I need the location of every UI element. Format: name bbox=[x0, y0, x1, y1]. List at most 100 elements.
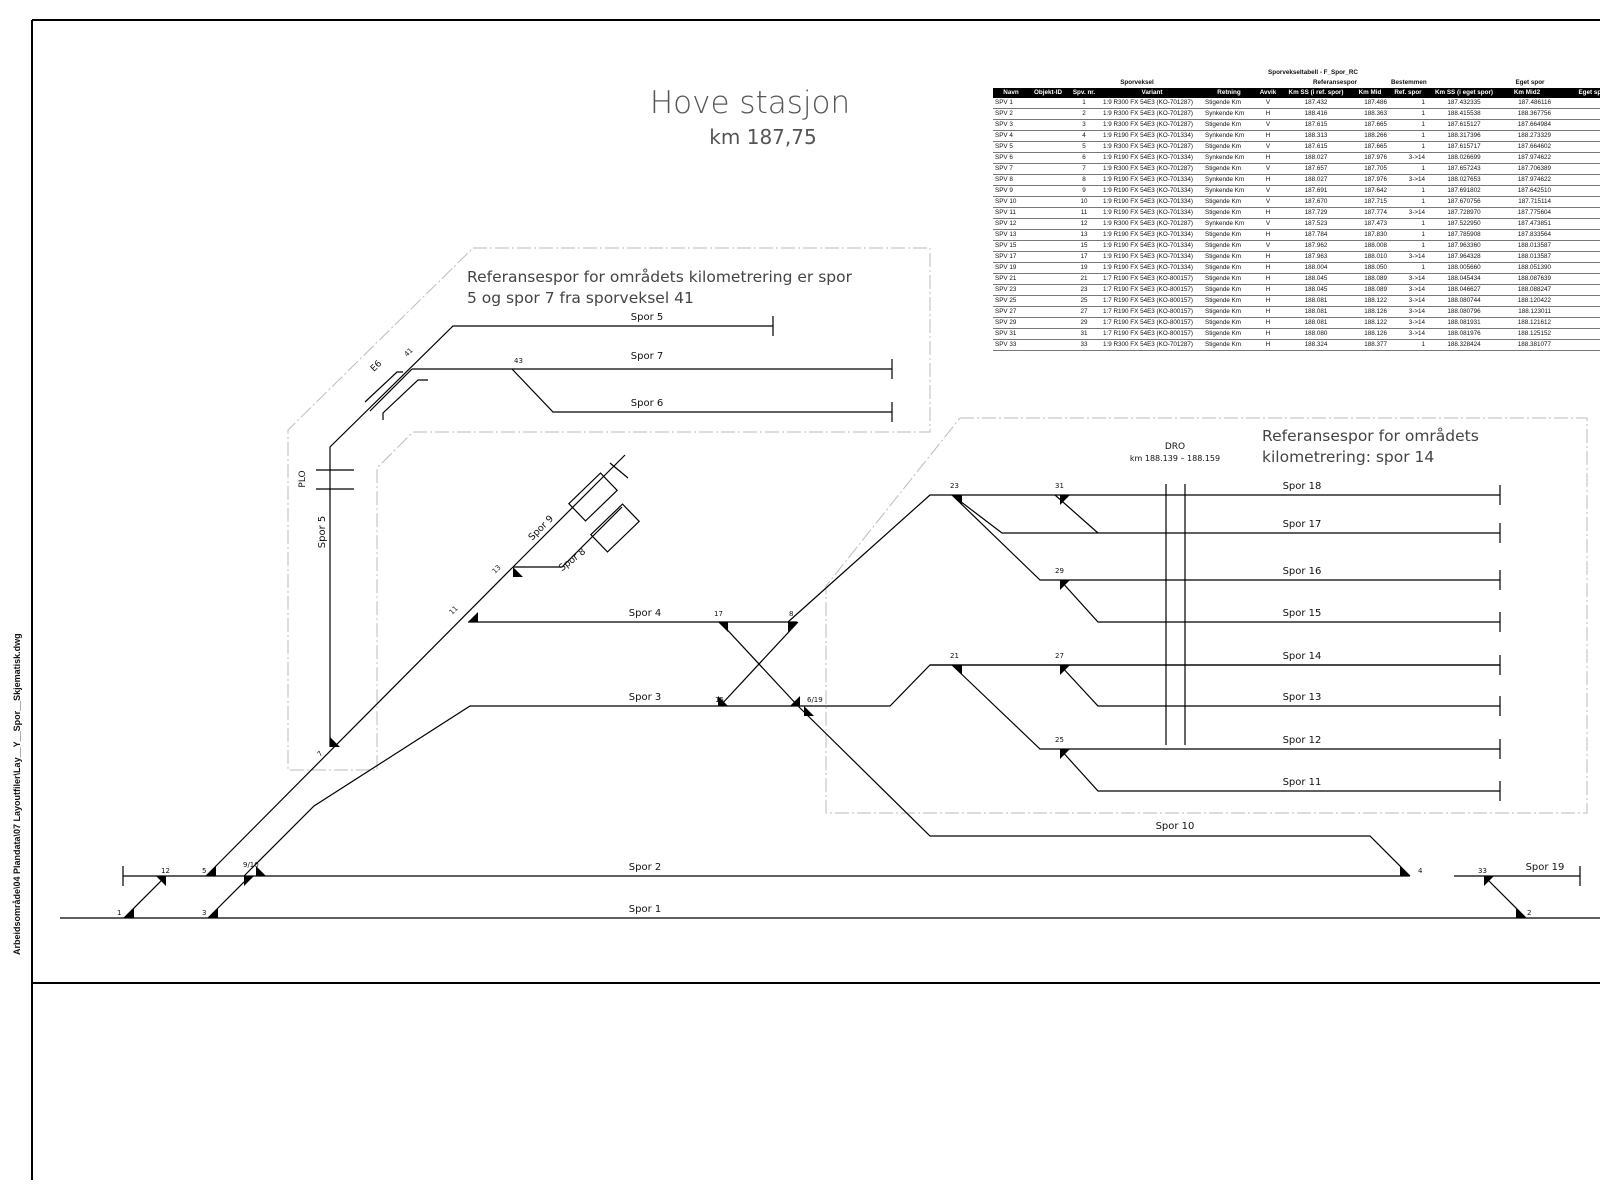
table-cell: 17 bbox=[1067, 251, 1101, 263]
table-cell: 1:7 R190 FX 54E3 (KO-800157) bbox=[1101, 306, 1203, 318]
column-header: Avvik bbox=[1255, 88, 1281, 98]
table-cell: SPV 27 bbox=[993, 306, 1029, 318]
table-cell: 3->14 bbox=[1389, 295, 1427, 307]
switch-table-title: Sporvekseltabell - F_Spor_RC bbox=[1268, 69, 1358, 76]
table-cell: 188.080796 bbox=[1427, 306, 1501, 318]
table-cell: 4->18 bbox=[1553, 284, 1600, 296]
table-cell: SPV 9 bbox=[993, 185, 1029, 197]
table-cell: 187.486 bbox=[1351, 98, 1389, 109]
table-cell: V bbox=[1255, 218, 1281, 230]
column-header: Km Mid bbox=[1351, 88, 1389, 98]
table-cell: H bbox=[1255, 328, 1281, 340]
switch-label-7: 7 bbox=[316, 750, 325, 759]
table-cell: 1 bbox=[1067, 98, 1101, 109]
table-cell bbox=[1029, 262, 1067, 274]
table-cell: 10 bbox=[1067, 196, 1101, 208]
table-cell: H bbox=[1255, 295, 1281, 307]
table-cell: 1 bbox=[1389, 98, 1427, 109]
table-cell: 188.122 bbox=[1351, 295, 1389, 307]
table-cell: Synkende Km bbox=[1203, 152, 1255, 164]
table-cell: 1:9 R190 FX 54E3 (KO-701334) bbox=[1101, 196, 1203, 208]
table-cell: 1:9 R300 FX 54E3 (KO-701287) bbox=[1101, 108, 1203, 120]
table-cell: 1 bbox=[1553, 98, 1600, 109]
table-cell: 7 bbox=[1067, 163, 1101, 175]
table-cell: 1 bbox=[1553, 119, 1600, 131]
table-cell: 188.081931 bbox=[1427, 317, 1501, 329]
table-cell: 187.670 bbox=[1281, 196, 1351, 208]
table-cell: H bbox=[1255, 152, 1281, 164]
table-cell bbox=[1029, 284, 1067, 296]
table-cell: 187.432 bbox=[1281, 98, 1351, 109]
table-cell: 187.728970 bbox=[1427, 207, 1501, 219]
table-cell: 187.691802 bbox=[1427, 185, 1501, 197]
label-spor5-vertical: Spor 5 bbox=[317, 516, 328, 548]
table-cell: 187.642 bbox=[1351, 185, 1389, 197]
table-cell: 31 bbox=[1067, 328, 1101, 340]
track-spor16 bbox=[951, 494, 1500, 581]
table-cell: 9 bbox=[1553, 229, 1600, 241]
table-cell: 188.051390 bbox=[1501, 262, 1553, 274]
table-cell: 3->14 bbox=[1389, 306, 1427, 318]
track-spor15 bbox=[1059, 579, 1500, 623]
table-cell: SPV 12 bbox=[993, 218, 1029, 230]
table-cell bbox=[1029, 130, 1067, 142]
track-spor6 bbox=[511, 368, 892, 413]
table-cell: 187.664602 bbox=[1501, 141, 1553, 153]
table-cell: 3->14 bbox=[1389, 207, 1427, 219]
table-cell: 187.974622 bbox=[1501, 152, 1553, 164]
label-spor15: Spor 15 bbox=[1283, 608, 1322, 619]
table-cell: 1:9 R190 FX 54E3 (KO-701334) bbox=[1101, 262, 1203, 274]
table-cell: 1:7 R190 FX 54E3 (KO-800157) bbox=[1101, 273, 1203, 285]
table-cell: 1 bbox=[1389, 339, 1427, 351]
table-cell: SPV 6 bbox=[993, 152, 1029, 164]
table-cell: 1:9 R300 FX 54E3 (KO-701287) bbox=[1101, 218, 1203, 230]
switch-label-31: 31 bbox=[1055, 482, 1064, 490]
table-cell: 1:9 R300 FX 54E3 (KO-701287) bbox=[1101, 119, 1203, 131]
table-cell: V bbox=[1255, 196, 1281, 208]
table-cell: 188.081 bbox=[1281, 295, 1351, 307]
switch-label-9-10: 9/10 bbox=[243, 861, 259, 869]
table-cell: 187.962 bbox=[1281, 240, 1351, 252]
table-cell: 3->14 bbox=[1389, 251, 1427, 263]
title-block: Hove stasjon km 187,75 bbox=[650, 85, 850, 149]
track-spor8-line bbox=[513, 506, 623, 568]
table-cell: V bbox=[1255, 141, 1281, 153]
table-cell: Stigende Km bbox=[1203, 240, 1255, 252]
table-cell: 1:9 R190 FX 54E3 (KO-701334) bbox=[1101, 152, 1203, 164]
drawing-frame bbox=[31, 19, 1600, 1180]
column-header: Eget spor bbox=[1553, 88, 1600, 98]
crossover-17-6 bbox=[719, 621, 799, 707]
track-spor11 bbox=[1059, 748, 1500, 792]
table-cell: 13 bbox=[1067, 229, 1101, 241]
table-cell: 188.045 bbox=[1281, 284, 1351, 296]
area-outline-left bbox=[287, 247, 931, 771]
note-ref-right-1: Referansespor for områdets bbox=[1262, 427, 1479, 445]
table-cell bbox=[1029, 98, 1067, 109]
table-cell: 187.615 bbox=[1281, 141, 1351, 153]
table-cell: 188.087639 bbox=[1501, 273, 1553, 285]
table-cell: 188.328424 bbox=[1427, 339, 1501, 351]
table-cell: H bbox=[1255, 130, 1281, 142]
switch-label-41: 41 bbox=[403, 346, 415, 358]
platform-spor8 bbox=[589, 503, 641, 553]
switch-label-12: 12 bbox=[161, 867, 170, 875]
switch-label-43: 43 bbox=[514, 357, 523, 365]
table-cell: 187.665 bbox=[1351, 141, 1389, 153]
table-cell: Synkende Km bbox=[1203, 108, 1255, 120]
table-cell: Synkende Km bbox=[1203, 218, 1255, 230]
table-cell: 12 bbox=[1553, 295, 1600, 307]
column-header: Ref. spor bbox=[1389, 88, 1427, 98]
track-spor17 bbox=[951, 494, 1500, 534]
table-cell: 188.313 bbox=[1281, 130, 1351, 142]
table-cell: 2 bbox=[1067, 108, 1101, 120]
table-cell: 187.715114 bbox=[1501, 196, 1553, 208]
table-cell: SPV 1 bbox=[993, 98, 1029, 109]
table-cell: Stigende Km bbox=[1203, 98, 1255, 109]
table-cell: Stigende Km bbox=[1203, 196, 1255, 208]
track-spor10 bbox=[797, 705, 1411, 877]
table-cell: SPV 25 bbox=[993, 295, 1029, 307]
